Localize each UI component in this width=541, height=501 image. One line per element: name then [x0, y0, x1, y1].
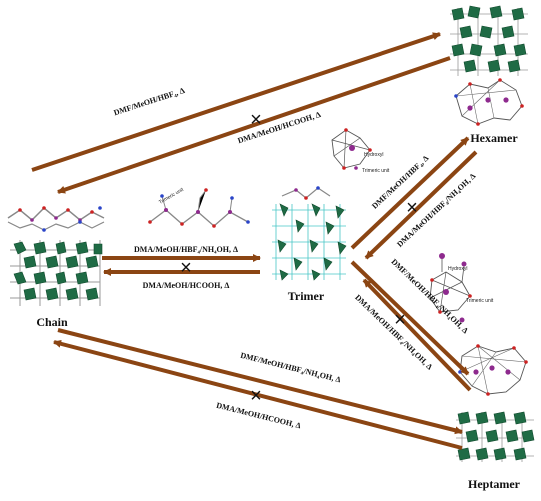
heptamer-framework-packing: [456, 411, 535, 462]
hydroxyl-label-lower: Hydroxyl: [448, 266, 467, 272]
node-label-trimer: Trimer: [288, 289, 325, 303]
hexamer-trimeric-unit-inset: [331, 128, 372, 170]
blocked-marker-chain-heptamer: ×: [250, 385, 262, 407]
heptamer-molecular-structure: [458, 344, 528, 396]
heptamer-trimeric-unit-inset: [429, 253, 472, 323]
blocked-marker-chain-hexamer: ×: [250, 109, 262, 131]
arrow-heptamer-to-chain: [53, 339, 463, 450]
node-label-chain: Chain: [36, 315, 68, 329]
node-label-hexamer: Hexamer: [470, 131, 518, 145]
arrow-heptamer-to-trimer: [362, 278, 472, 392]
chain-molecular-structure: [7, 206, 105, 232]
arrow-chain-to-heptamer: [57, 328, 463, 435]
trimeric-unit-label-lower: Trimeric unit: [466, 298, 494, 304]
chain-trimeric-unit-inset: [148, 188, 250, 228]
hexamer-framework-packing: [450, 5, 528, 76]
blocked-marker-trimer-hexamer: ×: [406, 197, 418, 219]
arrow-chain-to-hexamer: [31, 32, 441, 172]
chain-framework-packing: [8, 238, 106, 308]
hexamer-molecular-structure: [454, 78, 524, 126]
arrow-trimer-to-hexamer: [350, 136, 470, 250]
blocked-marker-trimer-heptamer: ×: [394, 309, 406, 331]
trimeric-unit-label-upper: Trimeric unit: [362, 168, 390, 174]
trimer-molecular-structure: [281, 186, 331, 200]
condition-trimer-to-chain: DMA/MeOH/HCOOH, Δ: [143, 281, 230, 290]
condition-chain-to-hexamer: DMF/MeOH/HBF₄, Δ: [113, 86, 186, 117]
blocked-marker-chain-trimer: ×: [180, 257, 192, 279]
arrow-hexamer-to-chain: [57, 56, 451, 194]
trimer-framework-packing: [268, 200, 350, 282]
node-label-heptamer: Heptamer: [468, 477, 521, 491]
condition-chain-to-trimer: DMA/MeOH/HBF₄/NH₄OH, Δ: [134, 245, 238, 254]
arrow-hexamer-to-trimer: [364, 150, 478, 260]
hydroxyl-label-upper: Hydroxyl: [364, 152, 383, 158]
